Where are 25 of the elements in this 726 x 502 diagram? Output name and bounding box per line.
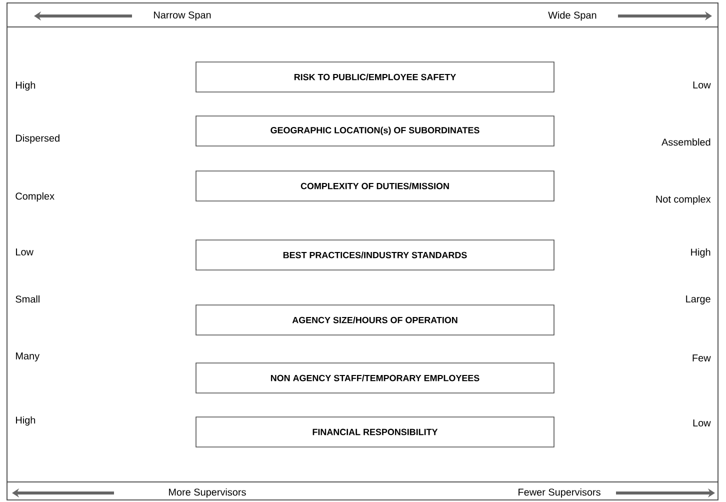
- scale-label: High: [691, 248, 710, 258]
- scale-label: High: [16, 81, 36, 91]
- scale-label: Large: [686, 296, 710, 304]
- scale-label: Assembled: [662, 138, 710, 146]
- scale-label: Low: [693, 82, 711, 88]
- scale-label: Dispersed: [16, 134, 60, 144]
- factor-box: AGENCY SIZE/HOURS OF OPERATION: [196, 304, 554, 336]
- axis-label: More Supervisors: [169, 488, 246, 498]
- axis-label: Narrow Span: [154, 11, 211, 20]
- scale-label: Few: [692, 354, 711, 362]
- factor-box: RISK TO PUBLIC/EMPLOYEE SAFETY: [196, 62, 554, 92]
- scale-label: Small: [16, 295, 40, 303]
- scale-label: Many: [16, 352, 40, 362]
- factor-box: NON AGENCY STAFF/TEMPORARY EMPLOYEES: [196, 362, 554, 394]
- factor-box: BEST PRACTICES/INDUSTRY STANDARDS: [196, 240, 554, 270]
- scale-label: High: [16, 416, 36, 426]
- scale-label: Complex: [16, 192, 54, 202]
- factor-box: FINANCIAL RESPONSIBILITY: [196, 416, 554, 448]
- scale-label: Low: [16, 248, 34, 256]
- factor-box: COMPLEXITY OF DUTIES/MISSION: [196, 170, 554, 202]
- axis-label: Wide Span: [548, 11, 596, 21]
- axis-label: Fewer Supervisors: [518, 488, 600, 498]
- scale-label: Low: [693, 420, 711, 426]
- factor-box: GEOGRAPHIC LOCATION(s) OF SUBORDINATES: [196, 116, 554, 146]
- scale-label: Not complex: [656, 195, 711, 205]
